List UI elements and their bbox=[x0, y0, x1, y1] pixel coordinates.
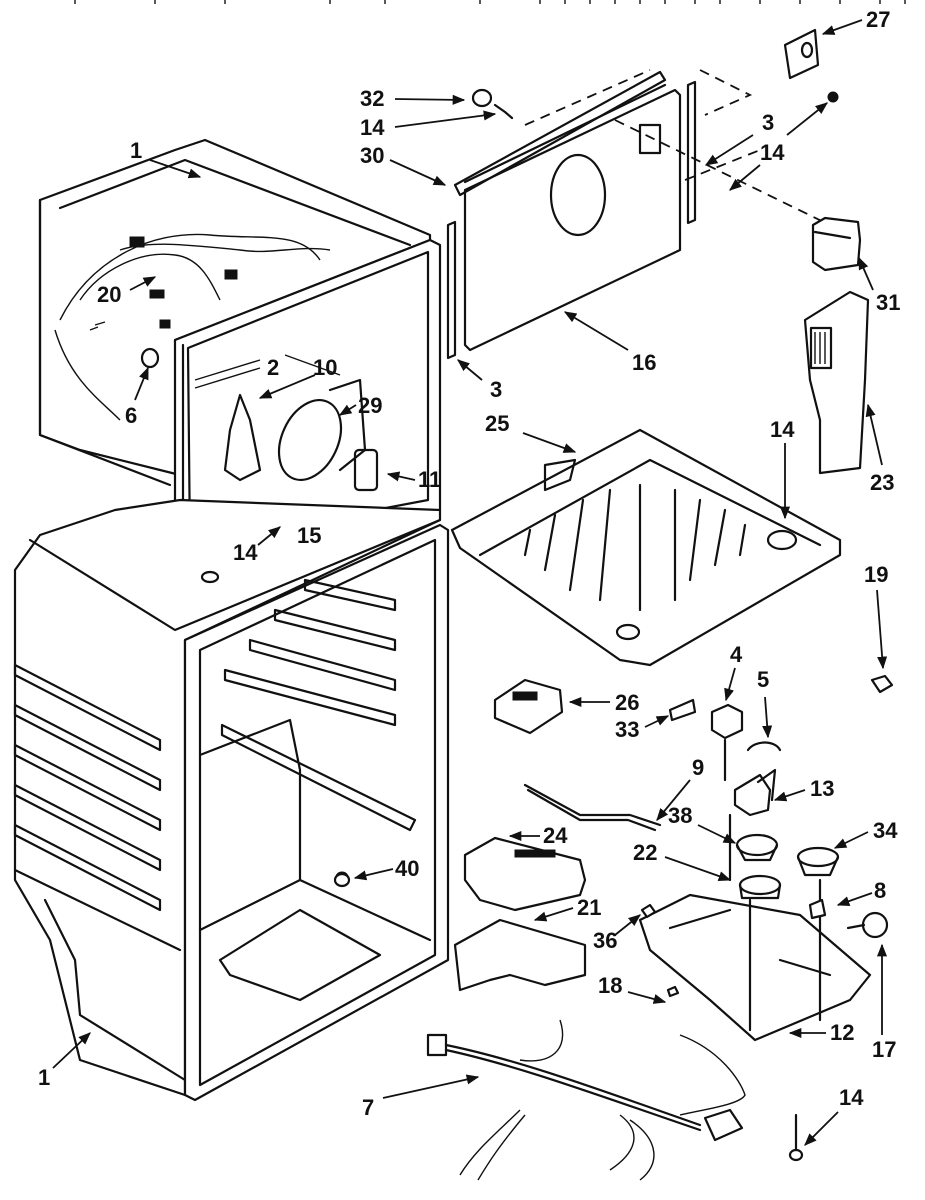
leader-10 bbox=[258, 374, 316, 399]
leader-14-right-a bbox=[786, 102, 828, 136]
leader-3-mid bbox=[457, 359, 483, 381]
callout-7: 7 bbox=[362, 1095, 374, 1120]
callouts: 27 32 14 30 3 14 1 31 20 16 2 10 6 3 29 … bbox=[38, 7, 900, 1146]
leader-29 bbox=[338, 404, 357, 416]
callout-5: 5 bbox=[757, 667, 769, 692]
callout-20: 20 bbox=[97, 282, 121, 307]
callout-32: 32 bbox=[360, 86, 384, 111]
leader-4 bbox=[724, 667, 736, 702]
callout-8: 8 bbox=[874, 878, 886, 903]
callout-11: 11 bbox=[418, 467, 441, 492]
dispenser-housing bbox=[803, 216, 870, 475]
light-bulb-32 bbox=[471, 88, 514, 120]
callout-26: 26 bbox=[615, 690, 639, 715]
wire-harness-7 bbox=[426, 1019, 746, 1181]
callout-21: 21 bbox=[577, 895, 601, 920]
control-26 bbox=[493, 678, 697, 735]
callout-1-bottom: 1 bbox=[38, 1065, 50, 1090]
top-edge-marks bbox=[74, 0, 906, 4]
leader-18 bbox=[627, 991, 667, 1004]
callout-14-pan: 14 bbox=[770, 417, 795, 442]
callout-40: 40 bbox=[395, 856, 419, 881]
callout-3-mid: 3 bbox=[490, 377, 502, 402]
callout-38: 38 bbox=[668, 803, 692, 828]
leader-38 bbox=[697, 824, 737, 844]
ice-bin-base-12 bbox=[638, 878, 889, 1042]
leader-8 bbox=[836, 892, 873, 906]
leader-16 bbox=[563, 311, 629, 351]
leader-27 bbox=[821, 19, 863, 35]
cups bbox=[735, 833, 840, 900]
callout-17: 17 bbox=[872, 1037, 896, 1062]
clip-19 bbox=[870, 674, 894, 694]
callout-1-top: 1 bbox=[130, 138, 142, 163]
leader-14-right-b bbox=[729, 164, 761, 191]
leader-7 bbox=[382, 1074, 480, 1099]
callout-4: 4 bbox=[730, 642, 743, 667]
callout-33: 33 bbox=[615, 717, 639, 742]
callout-14-right: 14 bbox=[760, 140, 785, 165]
callout-12: 12 bbox=[830, 1020, 854, 1045]
callout-3-top: 3 bbox=[762, 110, 774, 135]
leader-30 bbox=[389, 159, 447, 186]
callout-14-left: 14 bbox=[233, 540, 258, 565]
screw-14-bottom bbox=[788, 1113, 804, 1162]
leader-31 bbox=[858, 256, 874, 291]
leader-14-left bbox=[257, 526, 281, 546]
actuator-rod-9 bbox=[523, 783, 662, 832]
refrigerator-liner bbox=[13, 498, 450, 1102]
leader-14-bottom bbox=[804, 1111, 839, 1146]
callout-6: 6 bbox=[125, 403, 137, 428]
callout-34: 34 bbox=[873, 818, 898, 843]
leader-6 bbox=[134, 366, 149, 401]
callout-36: 36 bbox=[593, 928, 617, 953]
drain-pan-25 bbox=[450, 428, 842, 667]
leader-40 bbox=[353, 868, 394, 881]
callout-9: 9 bbox=[692, 755, 704, 780]
callout-22: 22 bbox=[633, 840, 657, 865]
leader-1-top bbox=[149, 159, 202, 179]
ducts bbox=[453, 836, 587, 992]
bracket-27 bbox=[783, 28, 839, 103]
leader-22 bbox=[664, 856, 732, 881]
plug-40 bbox=[333, 872, 351, 888]
callout-2: 2 bbox=[267, 355, 279, 380]
callout-29: 29 bbox=[358, 393, 382, 418]
callout-16: 16 bbox=[632, 350, 656, 375]
callout-18: 18 bbox=[598, 973, 622, 998]
callout-15: 15 bbox=[297, 523, 321, 548]
callout-31: 31 bbox=[876, 290, 900, 315]
callout-24: 24 bbox=[543, 823, 568, 848]
callout-19: 19 bbox=[864, 562, 888, 587]
leader-34 bbox=[833, 831, 869, 849]
leader-3-top bbox=[704, 134, 754, 166]
callout-13: 13 bbox=[810, 776, 834, 801]
callout-14-bottom: 14 bbox=[839, 1085, 864, 1110]
leader-19 bbox=[876, 589, 888, 670]
leader-25 bbox=[522, 432, 577, 453]
leader-1-bottom bbox=[52, 1032, 91, 1069]
callout-14-top: 14 bbox=[360, 115, 385, 140]
leader-5 bbox=[762, 696, 773, 739]
callout-23: 23 bbox=[870, 470, 894, 495]
callout-10: 10 bbox=[313, 355, 337, 380]
motor-parts bbox=[710, 703, 782, 882]
leader-11 bbox=[386, 471, 416, 482]
callout-30: 30 bbox=[360, 143, 384, 168]
leader-9 bbox=[656, 779, 691, 821]
leader-13 bbox=[773, 789, 806, 802]
leader-20 bbox=[129, 276, 157, 291]
callout-25: 25 bbox=[485, 411, 509, 436]
freezer-liner bbox=[38, 138, 442, 557]
leader-23 bbox=[865, 403, 883, 466]
callout-27: 27 bbox=[866, 7, 890, 32]
leader-36 bbox=[614, 914, 641, 936]
rear-panel bbox=[446, 69, 841, 360]
leader-21 bbox=[533, 907, 574, 922]
leader-33 bbox=[644, 715, 670, 728]
leader-32 bbox=[394, 94, 466, 105]
leader-14-top bbox=[394, 110, 497, 128]
